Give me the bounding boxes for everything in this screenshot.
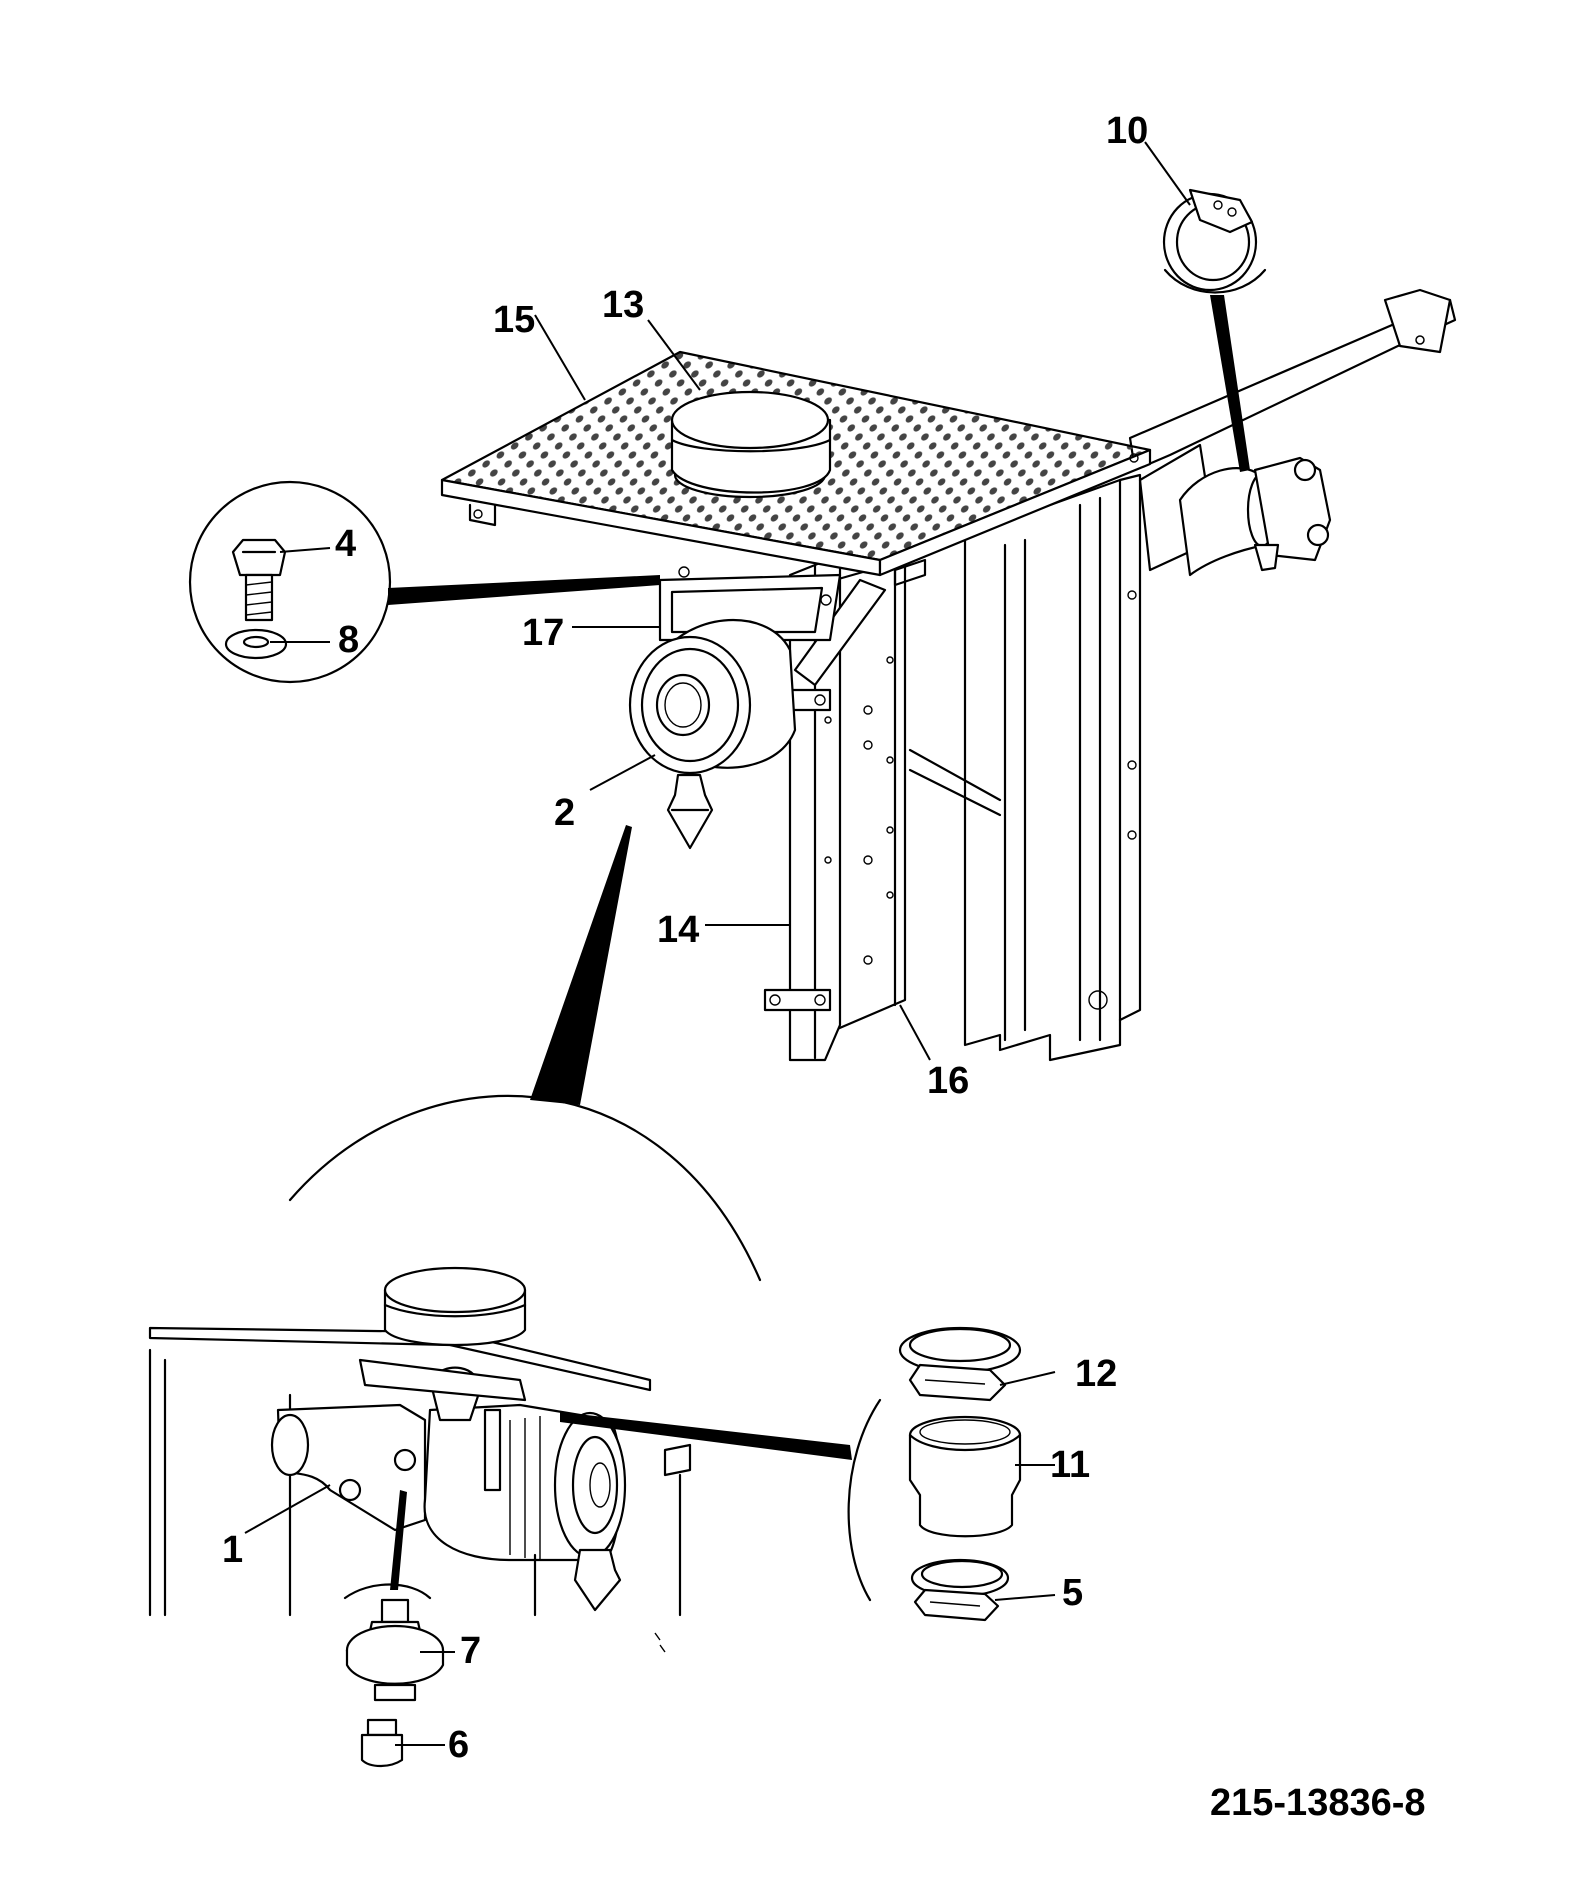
coolant-hose bbox=[1178, 456, 1332, 577]
detail-circle-fasteners bbox=[188, 480, 660, 684]
strap-clamp-lower bbox=[763, 988, 832, 1012]
leader-lines bbox=[244, 141, 1191, 1746]
detail-hose-parts bbox=[847, 1326, 1022, 1622]
hose-sleeve-11 bbox=[908, 1415, 1022, 1538]
mount-frame bbox=[908, 473, 1142, 1062]
callout-6: 6 bbox=[448, 1724, 469, 1766]
diagonal-brace bbox=[793, 578, 887, 687]
callout-1: 1 bbox=[222, 1529, 243, 1571]
callout-2: 2 bbox=[554, 792, 575, 834]
callout-17: 17 bbox=[522, 612, 564, 654]
precleaner-cap bbox=[670, 390, 832, 499]
detail-view-main bbox=[148, 825, 852, 1653]
callout-5: 5 bbox=[1062, 1572, 1083, 1614]
callout-14: 14 bbox=[657, 909, 699, 951]
drawing-number: 215-13836-8 bbox=[1210, 1782, 1426, 1824]
callout-7: 7 bbox=[460, 1630, 481, 1672]
bolt bbox=[231, 538, 287, 622]
callout-12: 12 bbox=[1075, 1353, 1117, 1395]
washer bbox=[224, 628, 288, 660]
hose-clamp-12 bbox=[898, 1326, 1022, 1402]
callout-11: 11 bbox=[1050, 1444, 1090, 1486]
callout-13: 13 bbox=[602, 284, 644, 326]
callout-labels: 10 13 15 4 8 17 2 14 16 12 11 5 1 7 6 bbox=[222, 110, 1148, 1766]
hose-clamp-5 bbox=[910, 1558, 1010, 1622]
callout-16: 16 bbox=[927, 1060, 969, 1102]
callout-15: 15 bbox=[493, 299, 535, 341]
callout-10: 10 bbox=[1106, 110, 1148, 152]
callout-8: 8 bbox=[338, 619, 359, 661]
callout-4: 4 bbox=[335, 523, 356, 565]
detail-clamp-10 bbox=[1162, 188, 1267, 472]
air-filter-housing bbox=[628, 619, 797, 850]
detail-sensor bbox=[343, 1490, 445, 1768]
